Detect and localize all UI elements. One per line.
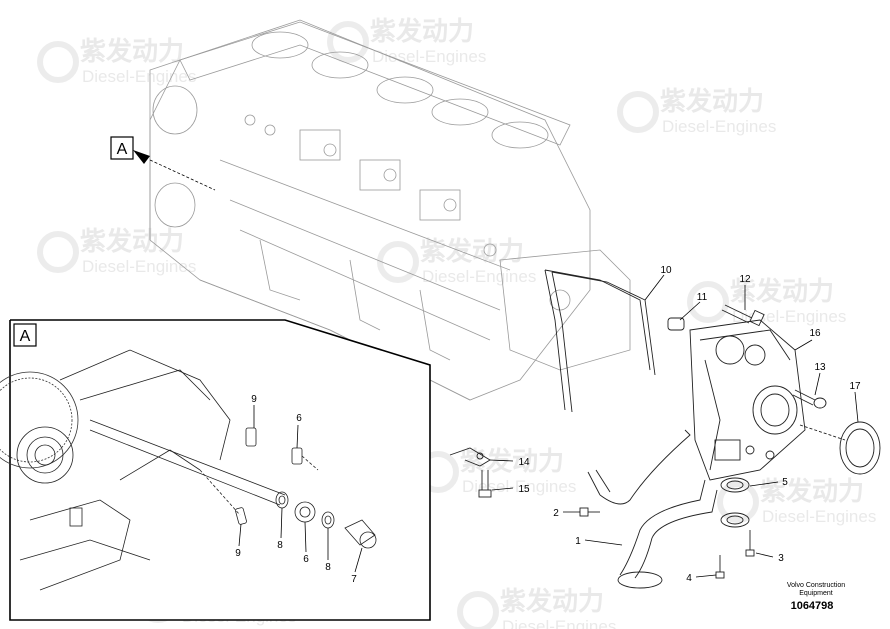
watermark-brand-en: Diesel-Engines	[422, 267, 536, 286]
watermark-brand-en: Diesel-Engines	[502, 617, 616, 629]
watermark-logo-icon	[617, 91, 659, 133]
watermark-logo-icon	[37, 231, 79, 273]
callout-6: 6	[296, 413, 302, 424]
callout-13: 13	[814, 362, 826, 373]
watermark-brand-cn: 紫发动力	[420, 236, 524, 266]
callout-8: 8	[325, 562, 331, 573]
callout-15: 15	[518, 484, 530, 495]
bolt-13	[792, 389, 827, 409]
drawing-number: 1064798	[790, 600, 834, 612]
credit-division: Equipment	[799, 590, 833, 597]
bolt-4	[715, 555, 725, 579]
watermark-brand-en: Diesel-Engines	[82, 67, 196, 86]
watermark-brand-cn: 紫发动力	[500, 586, 604, 616]
callout-16: 16	[809, 328, 821, 339]
watermark-brand-cn: 紫发动力	[760, 476, 864, 506]
seal-17	[799, 421, 881, 475]
callout-9: 9	[235, 548, 241, 559]
callout-labels: 9 9 6 6 8 8 7 10 11 12 16 13 17 14 15 2 …	[235, 265, 861, 585]
watermark-logo-icon	[37, 41, 79, 83]
engine-block	[149, 19, 631, 401]
bolt-15	[478, 470, 492, 498]
callout-11: 11	[697, 292, 708, 303]
bolt-2	[579, 507, 600, 517]
pin-9-top	[245, 427, 257, 447]
callout-14: 14	[518, 457, 530, 468]
suction-pipe-1	[587, 429, 718, 589]
callout-8: 8	[277, 540, 283, 551]
view-a-letter: A	[117, 141, 128, 158]
gasket-10	[544, 269, 656, 413]
callout-9: 9	[251, 394, 257, 405]
detail-engine-section	[0, 349, 377, 591]
oil-pump-16	[689, 319, 806, 481]
callout-3: 3	[778, 553, 784, 564]
callout-6: 6	[303, 554, 309, 565]
watermark-brand-cn: 紫发动力	[80, 36, 184, 66]
callout-7: 7	[351, 574, 357, 585]
callout-17: 17	[849, 381, 861, 392]
callout-10: 10	[660, 265, 672, 276]
watermark-brand-cn: 紫发动力	[730, 276, 834, 306]
pin-9-bottom	[235, 507, 247, 525]
watermark-brand-cn: 紫发动力	[80, 226, 184, 256]
detail-a-letter: A	[20, 328, 31, 345]
watermark-logo-icon	[457, 591, 499, 629]
watermark-logo-icon	[377, 241, 419, 283]
watermark-logo-icon	[687, 281, 729, 323]
watermark-brand-en: Diesel-Engines	[82, 257, 196, 276]
callout-5: 5	[782, 477, 788, 488]
callout-4: 4	[686, 573, 692, 584]
credit-company: Volvo Construction	[786, 582, 846, 589]
callout-1: 1	[575, 536, 581, 547]
watermark-brand-cn: 紫发动力	[660, 86, 764, 116]
watermark-brand-en: Diesel-Engines	[762, 507, 876, 526]
watermark-brand-cn: 紫发动力	[370, 16, 474, 46]
leader-lines	[238, 274, 859, 578]
bolt-12	[721, 304, 765, 327]
bushing-11	[667, 317, 685, 331]
watermark-logo-icon	[327, 21, 369, 63]
callout-12: 12	[739, 274, 751, 285]
watermark-brand-en: Diesel-Engines	[662, 117, 776, 136]
callout-2: 2	[553, 508, 559, 519]
bolt-3	[745, 530, 755, 557]
view-a-marker: A	[110, 136, 216, 191]
watermark-logo-icon	[717, 481, 759, 523]
gear-icon	[0, 371, 79, 484]
gasket-5	[720, 477, 750, 528]
